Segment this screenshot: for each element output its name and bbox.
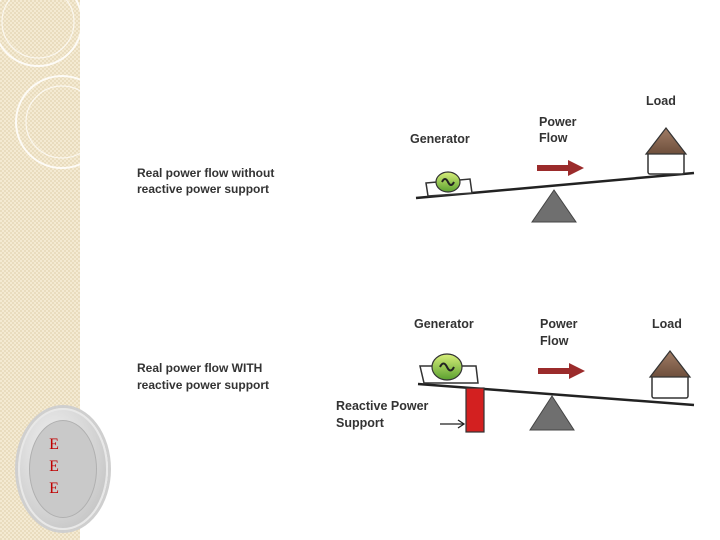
- caption-without-line1: Real power flow without: [137, 166, 274, 180]
- load-icon: [648, 350, 692, 399]
- caption-without-line2: reactive power support: [137, 182, 269, 196]
- power-flow-label-line1: Power: [540, 317, 578, 331]
- power-flow-label-line1: Power: [539, 115, 577, 129]
- load-label: Load: [652, 317, 682, 331]
- fulcrum-triangle: [529, 395, 575, 431]
- caption-with-line1: Real power flow WITH: [137, 361, 262, 375]
- generator-icon: [419, 353, 479, 384]
- scenario-with-support: Real power flow WITH reactive power supp…: [137, 317, 695, 433]
- power-flow-arrow: [538, 363, 585, 379]
- badge-letter: E: [49, 436, 59, 453]
- eee-badge-text: E E E: [44, 434, 64, 500]
- sidebar-ornament: [0, 0, 109, 169]
- eee-badge: [18, 408, 108, 530]
- power-flow-label-line2: Flow: [539, 131, 568, 145]
- power-flow-arrow: [537, 160, 584, 176]
- sidebar-texture: [0, 0, 80, 540]
- seesaw-beam: [417, 382, 695, 407]
- support-pointer-arrow: [440, 419, 466, 429]
- support-label-line1: Reactive Power: [336, 399, 429, 413]
- scenario-without-support: Real power flow without reactive power s…: [137, 94, 695, 223]
- power-flow-label-line2: Flow: [540, 334, 569, 348]
- reactive-support-bar: [465, 387, 485, 433]
- caption-with-line2: reactive power support: [137, 378, 269, 392]
- generator-label: Generator: [410, 132, 470, 146]
- badge-letter: E: [49, 458, 59, 475]
- load-label: Load: [646, 94, 676, 108]
- fulcrum-triangle: [531, 189, 577, 223]
- support-label-line2: Support: [336, 416, 385, 430]
- generator-label: Generator: [414, 317, 474, 331]
- load-icon: [644, 127, 688, 175]
- eee-badge-inner: [29, 420, 97, 518]
- generator-icon: [425, 171, 473, 197]
- badge-letter: E: [49, 480, 59, 497]
